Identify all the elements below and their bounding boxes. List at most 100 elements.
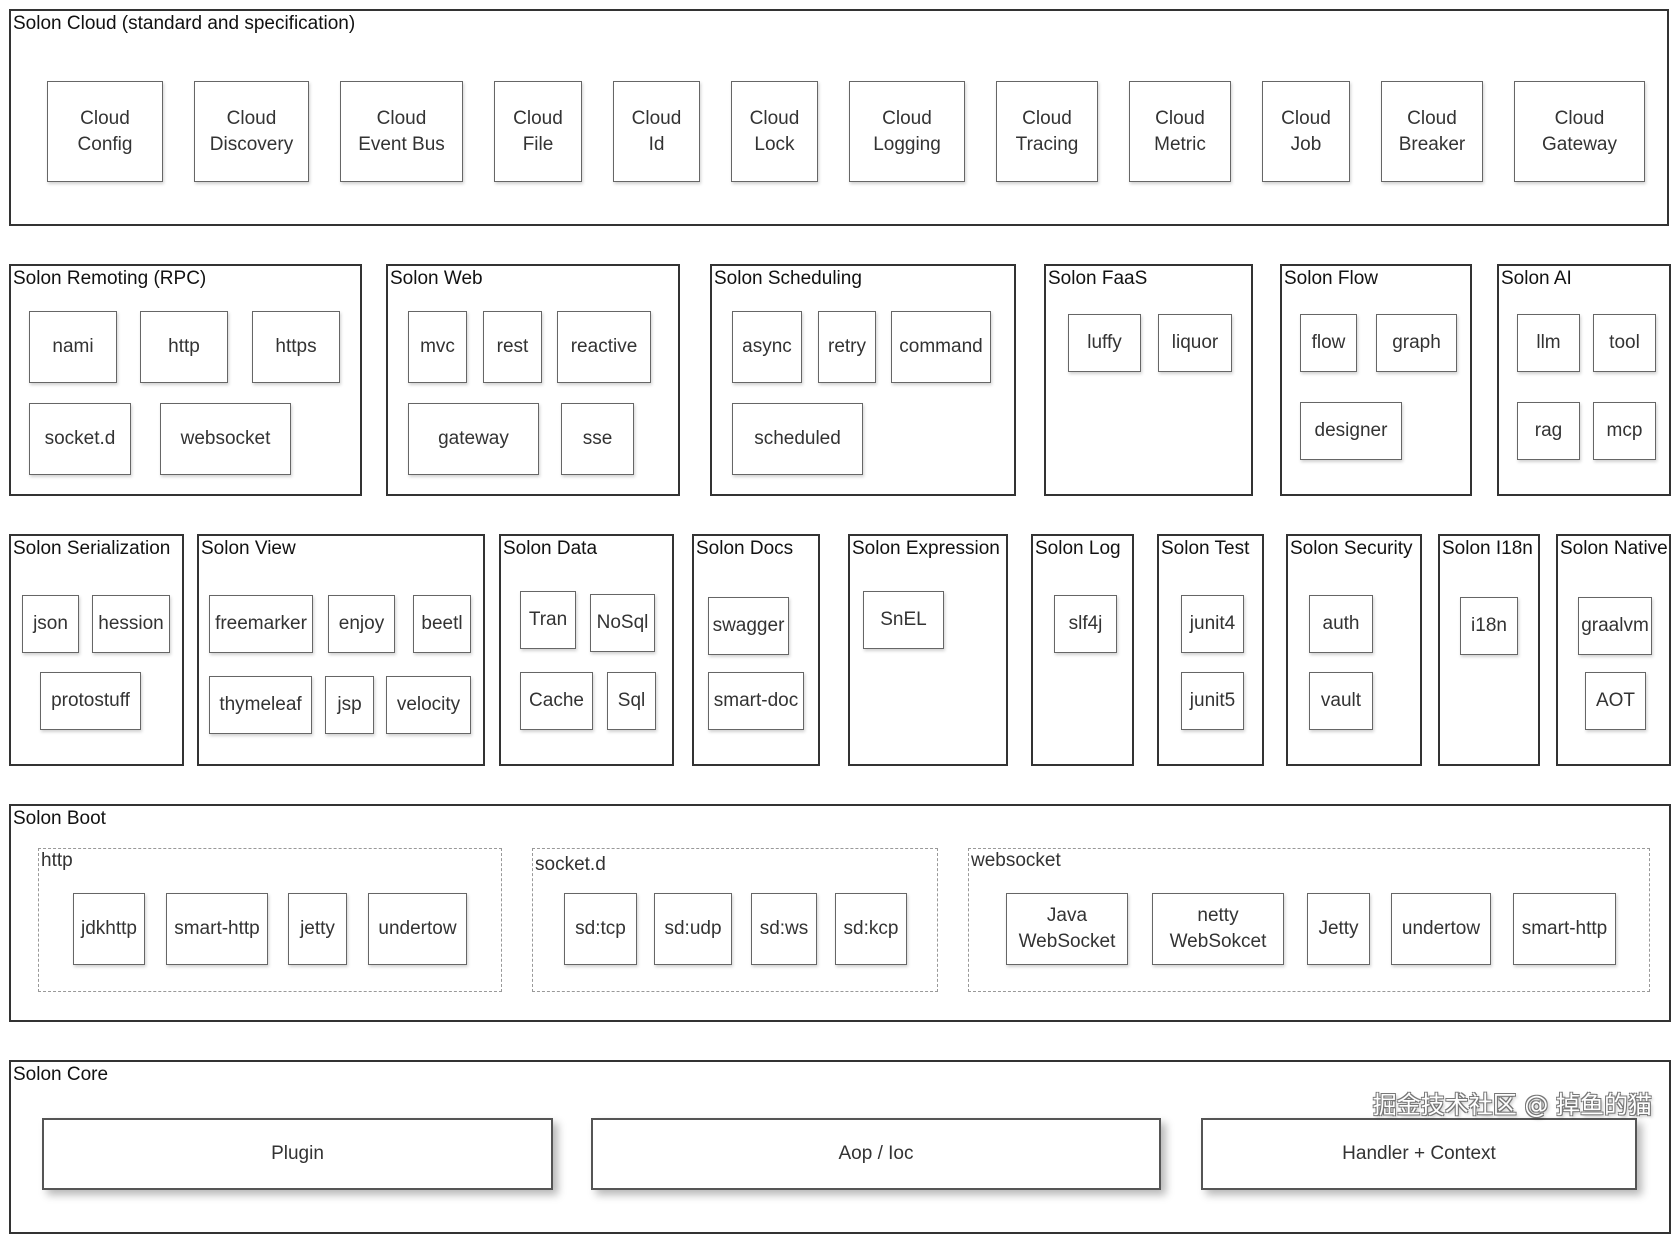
group-solon-i18n: Solon I18n — [1438, 534, 1540, 766]
module-thymeleaf: thymeleaf — [209, 676, 312, 734]
module-sse: sse — [561, 403, 634, 475]
module-graph: graph — [1376, 314, 1457, 372]
module-junit5: junit5 — [1181, 672, 1244, 730]
module-slf4j: slf4j — [1054, 595, 1117, 653]
group-title: Solon FaaS — [1048, 268, 1148, 289]
module-cloud-job: Cloud Job — [1262, 81, 1350, 182]
core-handler-context: Handler + Context — [1201, 1118, 1637, 1190]
module-sd-kcp: sd:kcp — [835, 893, 907, 965]
module-gateway: gateway — [408, 403, 539, 475]
module-jetty: jetty — [288, 893, 347, 965]
module-sd-udp: sd:udp — [654, 893, 732, 965]
module-i18n: i18n — [1460, 597, 1518, 655]
module-rag: rag — [1517, 402, 1580, 460]
module-jetty-ws: Jetty — [1307, 893, 1370, 965]
module-cache: Cache — [520, 672, 593, 730]
module-junit4: junit4 — [1181, 595, 1244, 653]
group-title: Solon Serialization — [13, 538, 171, 559]
module-https: https — [252, 311, 340, 383]
group-title: Solon Log — [1035, 538, 1121, 559]
module-command: command — [891, 311, 991, 383]
module-luffy: luffy — [1068, 314, 1141, 372]
group-title: Solon Flow — [1284, 268, 1378, 289]
subgroup-title: websocket — [971, 850, 1061, 871]
module-snel: SnEL — [863, 591, 944, 649]
module-enjoy: enjoy — [328, 595, 395, 653]
module-websocket: websocket — [160, 403, 291, 475]
group-solon-ai: Solon AI — [1497, 264, 1671, 496]
module-cloud-metric: Cloud Metric — [1129, 81, 1231, 182]
module-undertow: undertow — [368, 893, 467, 965]
module-cloud-id: Cloud Id — [613, 81, 700, 182]
module-cloud-gateway: Cloud Gateway — [1514, 81, 1645, 182]
module-socket-d: socket.d — [29, 403, 131, 475]
module-cloud-tracing: Cloud Tracing — [996, 81, 1098, 182]
module-sql: Sql — [607, 672, 656, 730]
module-sd-tcp: sd:tcp — [564, 893, 637, 965]
group-title: Solon Cloud (standard and specification) — [13, 13, 356, 34]
group-title: Solon Scheduling — [714, 268, 862, 289]
module-swagger: swagger — [708, 597, 789, 655]
core-aop-ioc: Aop / Ioc — [591, 1118, 1161, 1190]
module-liquor: liquor — [1158, 314, 1232, 372]
module-protostuff: protostuff — [40, 672, 141, 730]
module-nosql: NoSql — [590, 594, 655, 652]
module-nami: nami — [29, 311, 117, 383]
module-auth: auth — [1309, 595, 1373, 653]
group-title: Solon Test — [1161, 538, 1250, 559]
group-title: Solon Remoting (RPC) — [13, 268, 207, 289]
module-retry: retry — [818, 311, 876, 383]
module-vault: vault — [1309, 672, 1373, 730]
module-designer: designer — [1300, 402, 1402, 460]
module-cloud-logging: Cloud Logging — [849, 81, 965, 182]
module-aot: AOT — [1585, 672, 1646, 730]
module-http: http — [140, 311, 228, 383]
module-cloud-discovery: Cloud Discovery — [194, 81, 309, 182]
module-smart-http: smart-http — [166, 893, 268, 965]
module-cloud-event-bus: Cloud Event Bus — [340, 81, 463, 182]
group-title: Solon View — [201, 538, 296, 559]
group-solon-expression: Solon Expression — [848, 534, 1008, 766]
group-title: Solon Native — [1560, 538, 1668, 559]
core-plugin: Plugin — [42, 1118, 553, 1190]
group-solon-faas: Solon FaaS — [1044, 264, 1253, 496]
group-title: Solon Docs — [696, 538, 794, 559]
module-jsp: jsp — [325, 676, 374, 734]
module-mvc: mvc — [408, 311, 467, 383]
subgroup-http: http — [38, 848, 502, 992]
module-reactive: reactive — [557, 311, 651, 383]
watermark: 掘金技术社区 @ 掉鱼的猫 — [1372, 1091, 1652, 1119]
module-mcp: mcp — [1593, 402, 1656, 460]
subgroup-title: http — [41, 850, 73, 871]
module-cloud-file: Cloud File — [494, 81, 582, 182]
module-smart-doc: smart-doc — [708, 672, 804, 730]
module-rest: rest — [483, 311, 542, 383]
module-java-websocket: Java WebSocket — [1006, 893, 1128, 965]
subgroup-title: socket.d — [535, 854, 606, 875]
group-title: Solon Security — [1290, 538, 1413, 559]
module-cloud-breaker: Cloud Breaker — [1381, 81, 1483, 182]
module-netty-websocket: netty WebSokcet — [1152, 893, 1284, 965]
module-json: json — [22, 595, 79, 653]
group-title: Solon Expression — [852, 538, 1000, 559]
module-tran: Tran — [520, 591, 576, 649]
module-hession: hession — [92, 595, 170, 653]
group-title: Solon I18n — [1442, 538, 1533, 559]
module-graalvm: graalvm — [1578, 597, 1652, 655]
group-title: Solon Core — [13, 1064, 109, 1085]
module-smart-http-ws: smart-http — [1513, 893, 1616, 965]
module-freemarker: freemarker — [209, 595, 313, 653]
module-beetl: beetl — [413, 595, 471, 653]
module-async: async — [732, 311, 802, 383]
module-tool: tool — [1593, 314, 1656, 372]
subgroup-socket-d: socket.d — [532, 848, 938, 992]
module-flow: flow — [1300, 314, 1357, 372]
module-scheduled: scheduled — [732, 403, 863, 475]
module-velocity: velocity — [386, 676, 471, 734]
group-title: Solon AI — [1501, 268, 1572, 289]
group-title: Solon Boot — [13, 808, 106, 829]
module-cloud-lock: Cloud Lock — [731, 81, 818, 182]
group-solon-flow: Solon Flow — [1280, 264, 1472, 496]
module-llm: llm — [1517, 314, 1580, 372]
